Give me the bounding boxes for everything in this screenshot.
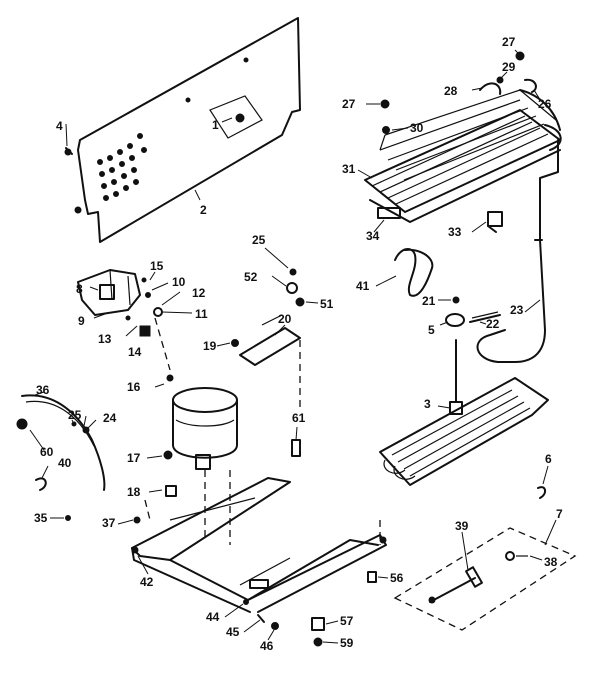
tubing-part-23 [476, 139, 559, 363]
callout-8: 8 [76, 282, 83, 296]
callout-42: 42 [140, 575, 154, 589]
callout-51: 51 [320, 297, 334, 311]
callout-6: 6 [545, 452, 552, 466]
callout-13: 13 [98, 332, 112, 346]
callout-27a: 27 [502, 35, 516, 49]
callout-41: 41 [356, 279, 370, 293]
fasteners-44-46-56-57-59 [133, 516, 377, 647]
callout-14: 14 [128, 345, 142, 359]
callout-19: 19 [203, 339, 217, 353]
callout-45: 45 [226, 625, 240, 639]
callout-20: 20 [278, 312, 292, 326]
callout-17: 17 [127, 451, 141, 465]
callout-11: 11 [195, 307, 208, 321]
power-cord-part-36 [16, 394, 106, 521]
clip-part-6 [537, 486, 546, 499]
callout-23: 23 [510, 303, 524, 317]
callout-16: 16 [127, 380, 141, 394]
stud-part-61 [291, 439, 301, 457]
callout-1: 1 [212, 118, 219, 132]
condenser-part-3 [379, 339, 549, 486]
bracket-part-20 [231, 314, 301, 366]
callout-57: 57 [340, 614, 354, 628]
callout-31: 31 [342, 162, 356, 176]
callout-44: 44 [206, 610, 220, 624]
callout-35: 35 [34, 511, 48, 525]
callout-56: 56 [390, 571, 404, 585]
base-frame-part-42 [131, 477, 387, 613]
back-panel-part-2 [74, 17, 301, 243]
leader-lines [29, 49, 557, 644]
callout-39: 39 [455, 519, 469, 533]
capillary-part-22 [469, 311, 501, 323]
callout-21: 21 [422, 294, 436, 308]
callout-15: 15 [150, 259, 164, 273]
bracket-part-33 [487, 211, 503, 233]
callout-34: 34 [366, 229, 380, 243]
callout-10: 10 [172, 275, 186, 289]
callout-3: 3 [424, 397, 431, 411]
callout-37: 37 [102, 516, 116, 530]
evaporator-part-31 [364, 89, 562, 223]
callout-labels: 1 2 3 4 5 6 7 8 9 10 11 12 13 14 15 16 1… [34, 35, 563, 653]
callout-27b: 27 [342, 97, 356, 111]
callout-60: 60 [40, 445, 54, 459]
small-parts-26-30 [380, 51, 537, 134]
fasteners-25-51-52 [286, 268, 305, 307]
callout-61: 61 [292, 411, 306, 425]
callout-24: 24 [103, 411, 117, 425]
callout-4: 4 [56, 119, 63, 133]
relay-parts-8-15 [77, 269, 163, 337]
callout-59: 59 [340, 636, 354, 650]
callout-25a: 25 [252, 233, 266, 247]
callout-33: 33 [448, 225, 462, 239]
callout-46: 46 [260, 639, 274, 653]
callout-18: 18 [127, 485, 141, 499]
callout-2: 2 [200, 203, 207, 217]
fitting-part-5 [445, 296, 465, 327]
tube-part-41 [394, 248, 434, 297]
screw-part-4 [64, 147, 73, 156]
callout-40: 40 [58, 456, 72, 470]
callout-9: 9 [78, 314, 85, 328]
assembly-lines [144, 317, 381, 545]
callout-22: 22 [486, 317, 500, 331]
vent-holes [97, 133, 147, 201]
callout-25b: 25 [68, 408, 82, 422]
callout-28: 28 [444, 84, 458, 98]
compressor [163, 374, 238, 497]
callout-36: 36 [36, 383, 50, 397]
callout-29: 29 [502, 60, 516, 74]
callout-12: 12 [192, 286, 206, 300]
callout-38: 38 [544, 555, 558, 569]
callout-52: 52 [244, 270, 258, 284]
callout-7: 7 [556, 507, 563, 521]
kit-box-part-7 [393, 527, 577, 631]
callout-5: 5 [428, 323, 435, 337]
callout-26: 26 [538, 97, 552, 111]
callout-30: 30 [410, 121, 424, 135]
